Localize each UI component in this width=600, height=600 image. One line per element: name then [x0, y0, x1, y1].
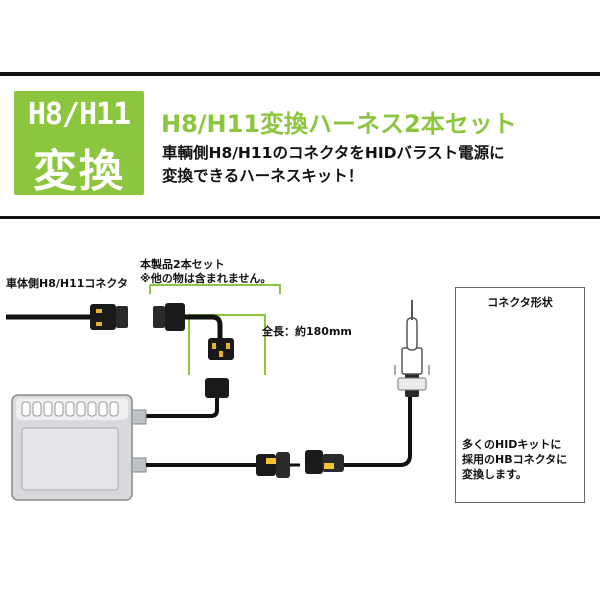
- badge-model-text: H8/H11: [27, 97, 131, 132]
- panel-desc-line-3: 変換します。: [462, 468, 527, 481]
- product-set-label-line-1: 本製品2本セット: [140, 258, 225, 271]
- h8-h11-badge: H8/H11 変換: [14, 91, 144, 197]
- length-bracket: [188, 314, 266, 375]
- ballast-box-icon: [11, 394, 147, 501]
- lamp-cable-connector-icon: [305, 450, 344, 474]
- ballast-power-cable: [135, 398, 219, 418]
- vehicle-connector-icon: [90, 304, 128, 330]
- lamp-cable: [344, 395, 412, 467]
- header-bottom-rule: [0, 216, 600, 219]
- hid-bulb-icon: [394, 300, 430, 397]
- panel-desc-line-2: 採用のHBコネクタに: [462, 453, 568, 466]
- product-title: H8/H11変換ハーネス2本セット: [161, 110, 517, 138]
- panel-desc-line-1: 多くのHIDキットに: [462, 438, 562, 451]
- header-top-rule: [0, 72, 600, 76]
- product-description: 車輌側H8/H11のコネクタをHIDバラスト電源に 変換できるハーネスキット！: [162, 142, 505, 188]
- product-set-label-line-2: ※他の物は含まれません。: [140, 272, 272, 285]
- connector-shape-title: コネクタ形状: [487, 296, 553, 309]
- description-line-2: 変換できるハーネスキット！: [162, 167, 364, 185]
- length-label: 全長：約180mm: [262, 325, 352, 338]
- product-set-label: 本製品2本セット ※他の物は含まれません。: [140, 258, 271, 286]
- harness-hb-connector-icon: [208, 338, 234, 360]
- description-line-1: 車輌側H8/H11のコネクタをHIDバラスト電源に: [162, 144, 505, 162]
- vehicle-connector-label: 車体側H8/H11コネクタ: [6, 277, 128, 290]
- connector-shape-panel: コネクタ形状 多くのHIDキットに 採用のHBコネクタに 変換します。: [455, 287, 585, 503]
- harness-h8-connector-icon: [153, 303, 185, 331]
- ballast-output-connector-icon: [256, 452, 290, 478]
- harness-cable: [185, 314, 223, 340]
- ballast-power-connector-icon: [205, 378, 229, 398]
- product-bracket: [149, 284, 281, 294]
- badge-convert-text: 変換: [33, 146, 125, 197]
- connector-shape-description: 多くのHIDキットに 採用のHBコネクタに 変換します。: [462, 437, 567, 482]
